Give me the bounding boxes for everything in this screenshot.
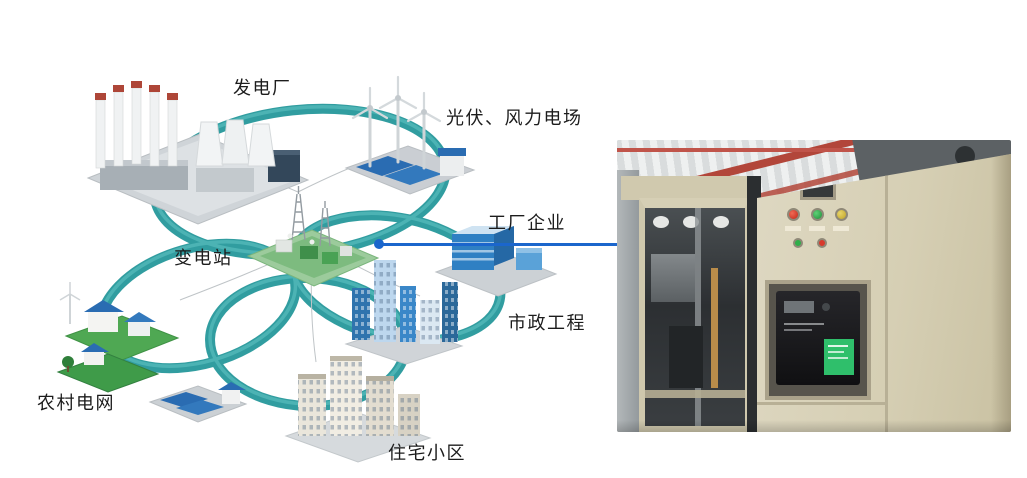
indicator-label [809,226,825,231]
roof-beam [617,148,867,152]
label-rural-grid: 农村电网 [37,393,115,413]
panel-seam-horizontal [757,402,887,405]
cabinet-top-rail [621,176,753,200]
wind-turbines [368,96,426,170]
smokestacks [95,81,178,169]
label-municipal: 市政工程 [508,313,586,333]
connector-dot [374,239,384,249]
mounting-rail [695,208,701,426]
switchgear-cabinet-photo [617,140,1011,432]
open-cabinet [639,198,751,432]
indicator-green-small [793,238,803,248]
floor-shadow [617,420,1011,432]
connector-line [382,243,617,246]
grid-network-illustration [56,75,558,463]
breaker-text-line [784,323,824,325]
label-factory: 工厂企业 [488,213,566,233]
label-residential: 住宅小区 [388,443,466,463]
panel-seam-vertical [885,154,888,432]
cabinet-edge-shade [991,154,1011,432]
breaker-window [765,280,871,400]
background-cabinet-side [617,170,639,432]
breaker-button [822,303,830,311]
control-cabinet [757,154,1011,432]
small-wind-turbine [59,282,81,324]
indicator-label [785,226,801,231]
breaker-green-label [824,339,854,375]
municipal-buildings-illustration [344,260,464,365]
relay-unit [651,254,695,302]
air-circuit-breaker [776,291,860,385]
transmission-towers [291,186,331,247]
ceiling-lamp [955,146,975,166]
indicator-red [787,208,800,221]
substation-illustration [246,186,380,287]
wind-solar-farm-illustration [344,75,476,195]
breaker-lcd [784,301,814,313]
indicator-label [833,226,849,231]
cabinet-cross-rail [645,390,745,398]
indicator-red-small [817,238,827,248]
breaker-compartment [669,326,703,388]
copper-busbar [711,268,718,388]
rural-grid-illustration [56,282,248,423]
label-pv-wind-farm: 光伏、风力电场 [446,108,583,128]
label-power-plant: 发电厂 [233,78,292,98]
indicator-yellow [835,208,848,221]
breaker-text-line [784,329,812,331]
insulator [653,216,669,228]
power-plant-illustration [86,81,310,225]
insulator [713,216,729,228]
residential-buildings-illustration [284,356,432,463]
label-substation: 变电站 [174,248,233,268]
cooling-towers [195,119,276,167]
indicator-green [811,208,824,221]
factory-illustration [434,226,558,297]
